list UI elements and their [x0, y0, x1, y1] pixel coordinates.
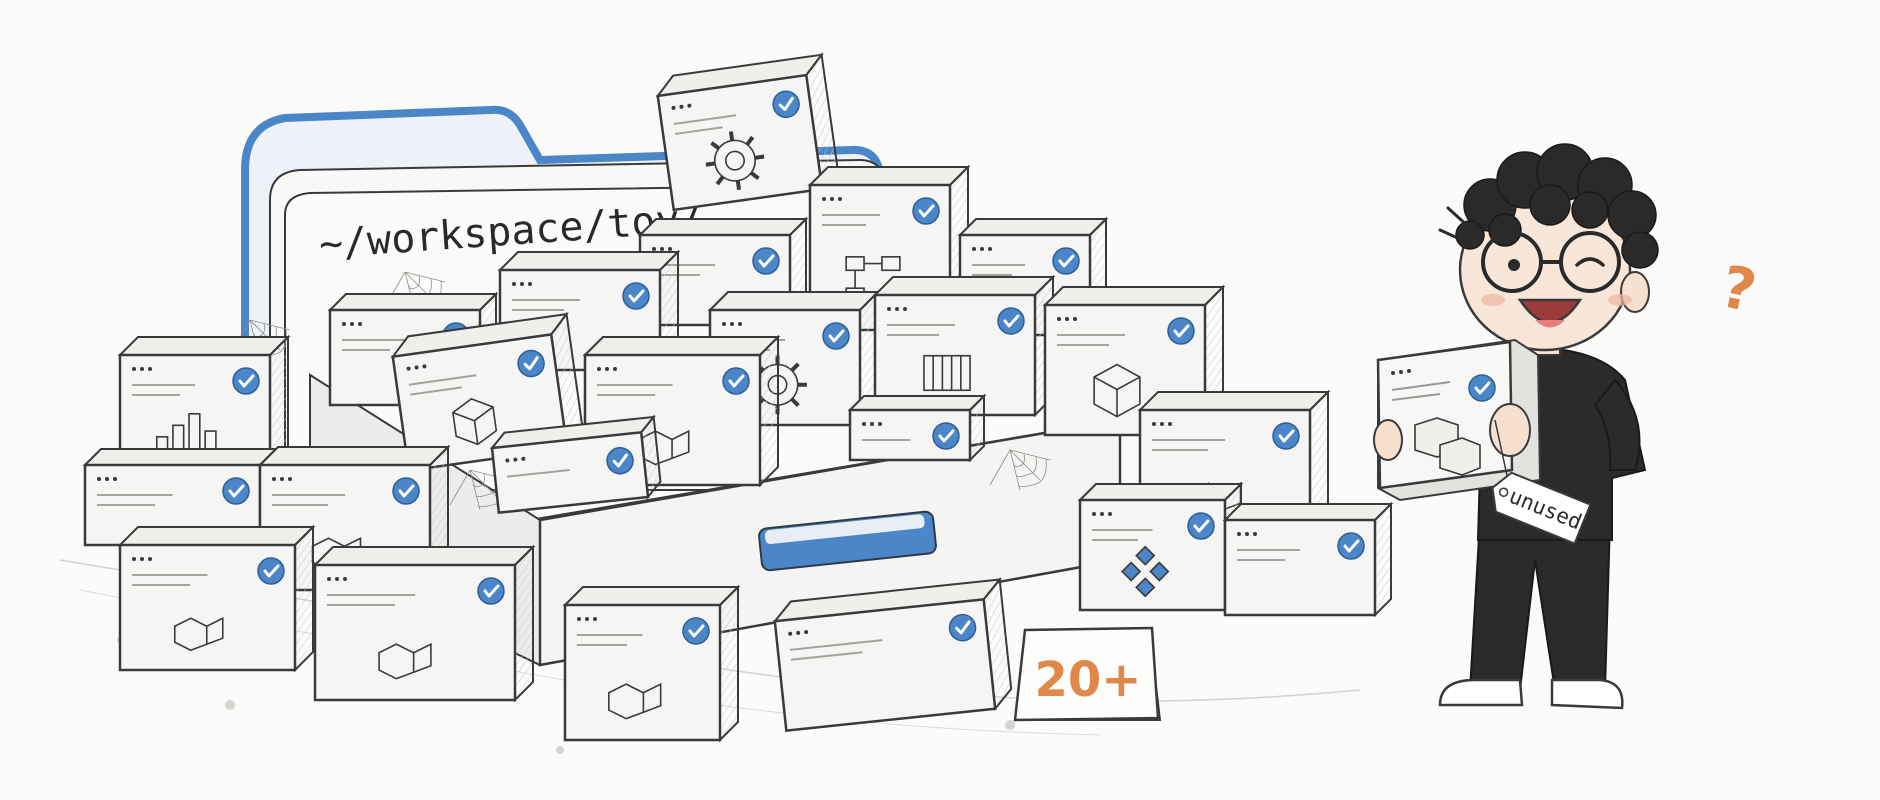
check-icon — [1051, 246, 1081, 276]
storage-box — [772, 577, 1013, 733]
check-icon — [821, 321, 851, 351]
check-icon — [931, 421, 961, 451]
check-icon — [1336, 531, 1366, 561]
check-icon — [1271, 421, 1301, 451]
container-icon — [923, 354, 971, 392]
storage-box — [117, 524, 316, 673]
storage-box — [655, 52, 839, 212]
gear-icon — [705, 131, 765, 191]
check-icon — [996, 306, 1026, 336]
blocks-icon — [173, 616, 224, 652]
storage-box — [872, 274, 1056, 418]
hexagon-cluster-icon — [1121, 545, 1170, 598]
storage-box — [489, 414, 662, 515]
cube-icon — [452, 397, 498, 446]
check-icon — [391, 476, 421, 506]
count-sign-label: 20+ — [1034, 652, 1141, 708]
check-icon — [621, 281, 651, 311]
storage-box — [847, 393, 987, 463]
storage-box — [562, 584, 741, 743]
cube-icon — [1093, 363, 1141, 418]
storage-box — [1077, 481, 1244, 613]
check-icon — [1186, 511, 1216, 541]
blocks-icon — [1414, 417, 1481, 476]
check-icon — [221, 476, 251, 506]
check-icon — [681, 616, 711, 646]
held-box: unused — [1373, 338, 1592, 545]
check-icon — [1467, 373, 1497, 403]
box-pile — [82, 52, 1394, 743]
check-icon — [231, 366, 261, 396]
storage-box — [312, 544, 536, 703]
blocks-icon — [378, 642, 432, 680]
question-mark: ? — [1715, 252, 1762, 326]
check-icon — [721, 366, 751, 396]
blocks-icon — [608, 682, 662, 720]
count-sign: 20+ — [1013, 626, 1162, 722]
check-icon — [751, 246, 781, 276]
check-icon — [1166, 316, 1196, 346]
check-icon — [476, 576, 506, 606]
check-icon — [911, 196, 941, 226]
check-icon — [256, 556, 286, 586]
storage-box — [1222, 501, 1394, 618]
storage-box — [582, 334, 781, 488]
